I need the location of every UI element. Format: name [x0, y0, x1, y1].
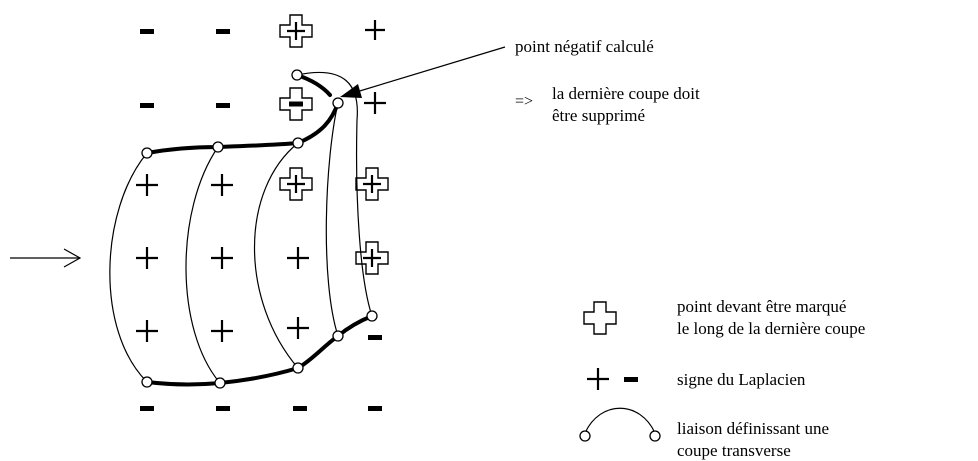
legend-link-line-2: coupe transverse: [677, 441, 791, 460]
cut-link-5: [296, 71, 373, 317]
plus-sign-icon: [211, 320, 233, 342]
vertices: [141, 69, 378, 389]
conclusion-line-2: être supprimé: [552, 106, 645, 125]
vertex: [332, 97, 344, 109]
marked-points: [279, 14, 389, 275]
legend: point devant être marqué le long de la d…: [579, 297, 865, 460]
plus-sign-icon: [136, 174, 158, 196]
annotation-arrow: [340, 46, 506, 98]
legend-sign-icons: [587, 368, 638, 390]
plus-sign-icon: [365, 20, 385, 40]
legend-marked-line-2: le long de la dernière coupe: [677, 319, 865, 338]
marked-point-icon: [355, 167, 389, 201]
marked-point-icon: [279, 14, 313, 48]
vertex: [292, 362, 304, 374]
vertex: [214, 377, 226, 389]
conclusion-line-1: la dernière coupe doit: [552, 84, 700, 103]
minus-sign-icon: [216, 29, 230, 34]
minus-sign-icon: [140, 406, 154, 411]
minus-sign-icon: [624, 377, 638, 382]
marked-point-icon: [279, 167, 313, 201]
cut-link-3: [254, 142, 299, 369]
plus-sign-icon: [136, 320, 158, 342]
plus-sign-icon: [287, 247, 309, 269]
vertex: [292, 137, 304, 149]
plus-sign-icon: [364, 92, 386, 114]
legend-marked-point-icon: [583, 301, 617, 335]
vertex: [212, 141, 224, 153]
bottom-boundary: [145, 314, 374, 387]
cut-link-1: [109, 152, 148, 383]
plus-sign-icon: [587, 368, 609, 390]
legend-laplacian: signe du Laplacien: [677, 370, 806, 389]
computed-point-label: point négatif calculé: [515, 37, 654, 56]
vertex: [141, 147, 153, 159]
cut-link-2: [185, 146, 221, 384]
plus-signs: [136, 20, 386, 342]
marked-point-icon: [355, 241, 389, 275]
top-boundary: [145, 101, 340, 155]
vertex: [366, 310, 378, 322]
marked-point-icon: [279, 87, 313, 121]
vertex: [141, 376, 153, 388]
legend-link-icon: [579, 407, 661, 442]
legend-marked-line-1: point devant être marqué: [677, 297, 846, 316]
cut-link-4: [325, 102, 339, 337]
vertex: [332, 330, 344, 342]
plus-sign-icon: [136, 247, 158, 269]
transverse-cuts: [109, 71, 373, 384]
legend-link-line-1: liaison définissant une: [677, 419, 829, 438]
arrow-right-icon: [10, 248, 82, 268]
minus-signs: [140, 29, 382, 411]
minus-sign-icon: [368, 335, 382, 340]
minus-sign-icon: [140, 29, 154, 34]
vertex: [291, 69, 303, 81]
plus-sign-icon: [211, 174, 233, 196]
plus-sign-icon: [287, 317, 309, 339]
implies-symbol: =>: [515, 93, 533, 110]
minus-sign-icon: [216, 103, 230, 108]
plus-sign-icon: [211, 247, 233, 269]
minus-sign-icon: [293, 406, 307, 411]
minus-sign-icon: [368, 406, 382, 411]
minus-sign-icon: [216, 406, 230, 411]
minus-sign-icon: [140, 103, 154, 108]
